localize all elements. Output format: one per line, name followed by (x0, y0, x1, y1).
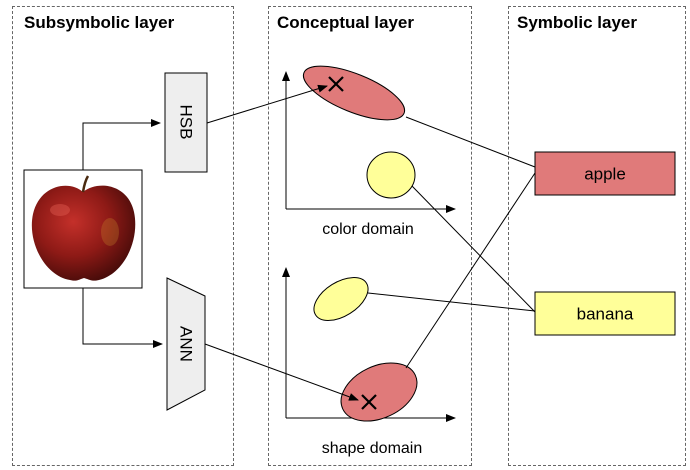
input-apple-image (23, 169, 143, 289)
apple-symbol-label: apple (584, 165, 626, 184)
x-mark-icon-color (328, 76, 344, 92)
input-to-ann-arrow (82, 288, 163, 348)
apple-symbol: apple (534, 151, 676, 196)
apple-color-region (302, 65, 406, 121)
banana-shape-to-banana-symbol (367, 292, 536, 312)
conceptual-layer-title: Conceptual layer (277, 13, 414, 32)
banana-color-region (366, 151, 416, 199)
ann-label: ANN (177, 326, 196, 362)
apple-shape-to-apple-symbol (405, 172, 536, 369)
hsb-label: HSB (177, 105, 196, 140)
banana-shape-region (313, 277, 369, 321)
color-domain-axes (282, 71, 456, 213)
hsb-to-color-arrow (206, 84, 328, 124)
subsymbolic-layer-panel (12, 6, 234, 466)
banana-color-to-banana-symbol (411, 185, 536, 313)
banana-symbol: banana (534, 291, 676, 336)
banana-symbol-label: banana (577, 305, 634, 324)
subsymbolic-layer-title: Subsymbolic layer (24, 13, 175, 32)
apple-color-to-apple-symbol (405, 116, 536, 168)
color-domain-label: color domain (322, 221, 414, 238)
input-to-hsb-arrow (82, 119, 161, 170)
conceptual-layer-panel (268, 6, 472, 466)
apple-shape-region (340, 362, 418, 422)
ann-module: ANN (166, 277, 206, 411)
red-apple-photo (31, 175, 136, 281)
symbolic-layer-panel (508, 6, 686, 466)
shape-domain-label: shape domain (322, 440, 423, 457)
hsb-module: HSB (164, 72, 208, 173)
symbolic-layer-title: Symbolic layer (517, 13, 638, 32)
ann-to-shape-arrow (204, 343, 359, 401)
x-mark-icon-shape (361, 394, 377, 410)
